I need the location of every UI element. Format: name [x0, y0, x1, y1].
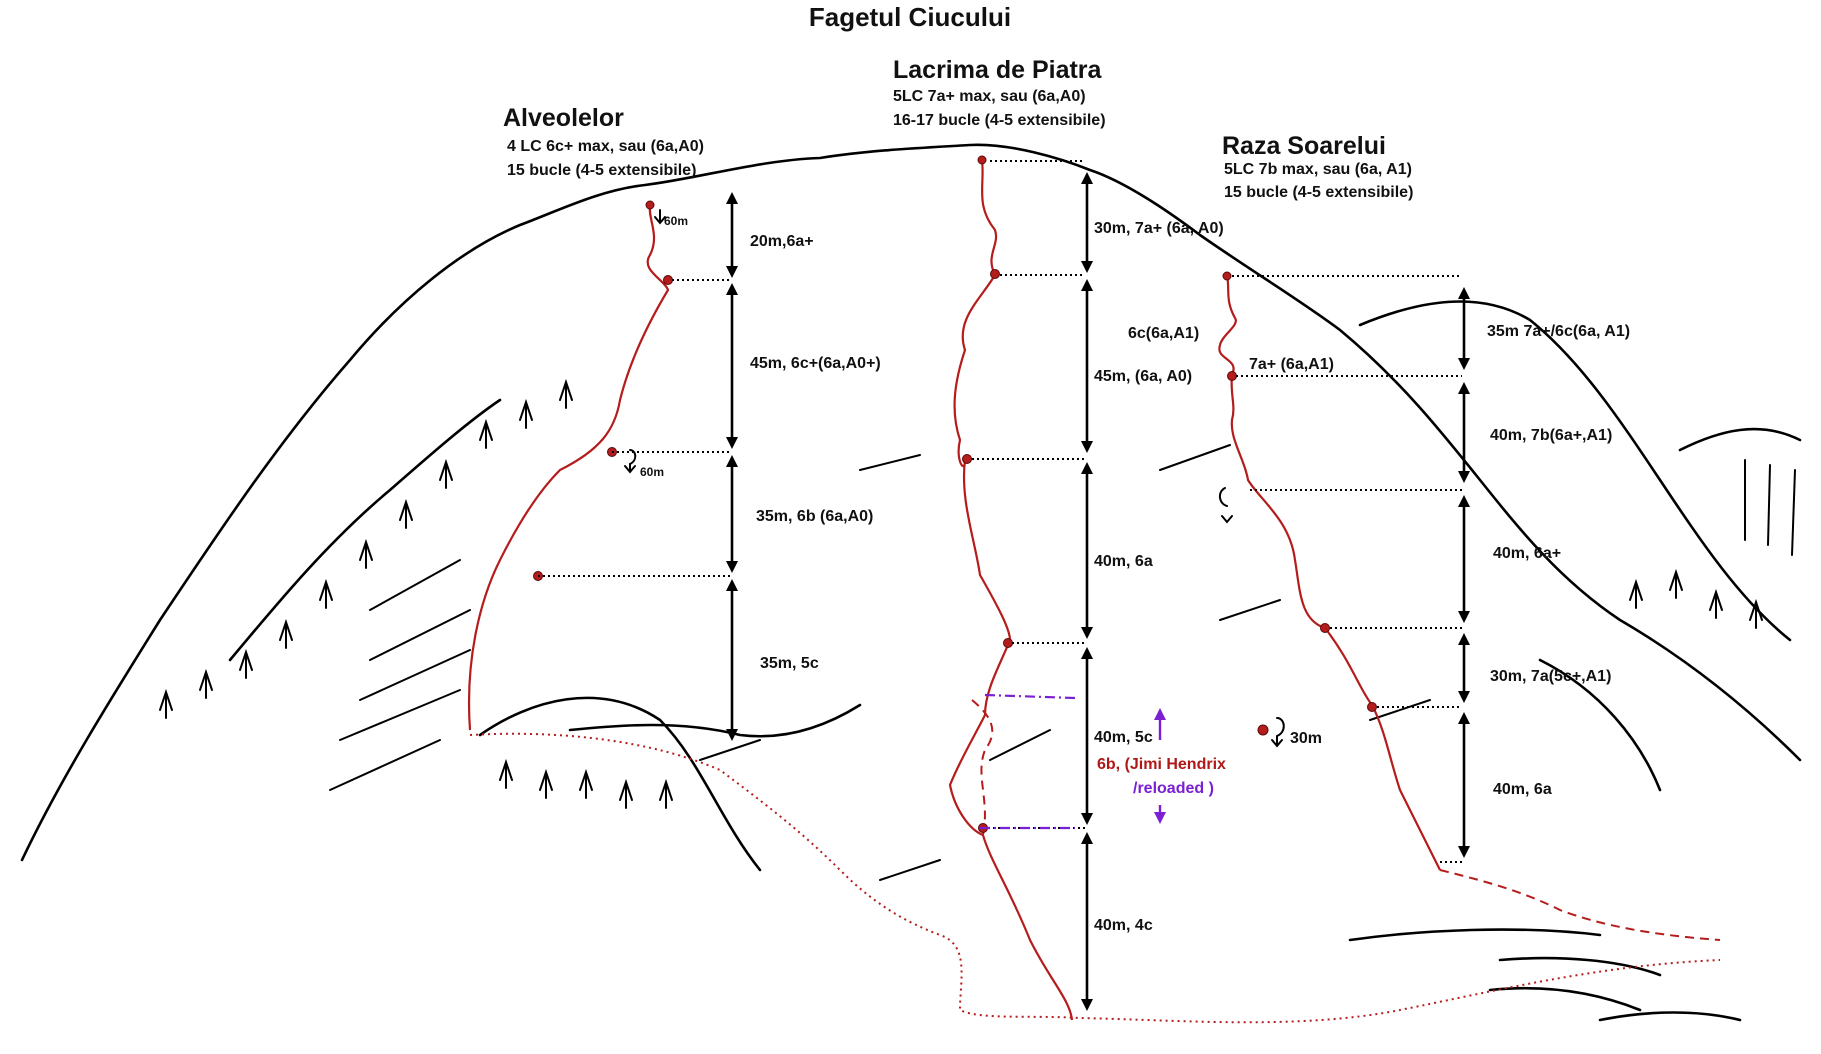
- belay-raza-1: [1222, 271, 1232, 281]
- route-info-raza: 5LC 7b max, sau (6a, A1): [1224, 161, 1412, 178]
- left-face-edge: [228, 398, 502, 662]
- approach-left: [469, 732, 1721, 1024]
- route-name-raza: Raza Soarelui: [1222, 132, 1386, 160]
- approach-paths: [469, 732, 1721, 1024]
- right-slab-2: [1348, 928, 1602, 942]
- page-title: Fagetul Ciucului: [809, 2, 1011, 32]
- pitch-label: 35m, 6b (6a,A0): [756, 508, 873, 525]
- right-buttress-inner: [1678, 427, 1802, 452]
- rappel-arrow-1: [654, 209, 666, 225]
- pitch-label: 35m, 5c: [760, 655, 819, 672]
- belay-raza-3: [1320, 623, 1330, 633]
- belay-raza-2: [1227, 371, 1237, 381]
- pitch-label: 20m,6a+: [750, 233, 814, 250]
- pitch-label: 30m, 7a+ (6a, A0): [1094, 220, 1224, 237]
- right-slab-1: [1538, 658, 1662, 792]
- pitch-label: 35m 7a+/6c(6a, A1): [1487, 323, 1630, 340]
- route-raza-soarelui: [1218, 271, 1470, 871]
- right-cracks: [1744, 459, 1796, 556]
- right-buttress: [1358, 300, 1792, 642]
- rappel-arrow-4: [1219, 487, 1233, 524]
- length-arrows-alveolelor: [726, 192, 738, 741]
- belay-lacrima-3: [962, 454, 972, 464]
- pitch-label: 40m, 4c: [1094, 917, 1153, 934]
- ledges: [699, 444, 1431, 881]
- length-arrows-raza: [1458, 287, 1470, 858]
- route-name-alveolelor: Alveolelor: [503, 104, 624, 132]
- belay-raza-4: [1367, 702, 1377, 712]
- pitch-label: 45m, 6c+(6a,A0+): [750, 355, 881, 372]
- variant-label: 6b, (Jimi Hendrix: [1097, 756, 1226, 773]
- pitch-label: 40m, 6a: [1094, 553, 1153, 570]
- route-info-lacrima: 16-17 bucle (4-5 extensibile): [893, 112, 1106, 129]
- route-line-lacrima: [948, 159, 1074, 1021]
- approach-right: [1439, 869, 1721, 941]
- trees: [159, 378, 1763, 809]
- variant-marker-top: [984, 693, 1076, 700]
- pitch-label: 45m, (6a, A0): [1094, 368, 1192, 385]
- side-pitch-label: 7a+ (6a,A1): [1249, 356, 1334, 373]
- rock-outline: [20, 143, 1802, 1022]
- route-alveolelor: [467, 192, 738, 741]
- right-slab-5: [1598, 1011, 1742, 1022]
- rappel-label: 30m: [1290, 730, 1322, 747]
- length-arrows-lacrima: [1081, 172, 1093, 1011]
- left-base: [478, 696, 762, 872]
- route-info-alveolelor: 15 bucle (4-5 extensibile): [507, 162, 696, 179]
- rappel-label: 60m: [640, 465, 664, 479]
- belay-lacrima-1: [977, 155, 987, 165]
- main-ridge: [20, 143, 1802, 862]
- belay-alveolelor-2: [663, 275, 673, 285]
- pitch-label: 40m, 5c: [1094, 729, 1153, 746]
- route-info-lacrima: 5LC 7a+ max, sau (6a,A0): [893, 88, 1086, 105]
- pitch-label: 40m, 6a+: [1493, 545, 1561, 562]
- pitch-label: 30m, 7a(5c+,A1): [1490, 668, 1611, 685]
- route-info-alveolelor: 4 LC 6c+ max, sau (6a,A0): [507, 138, 704, 155]
- route-lacrima-de-piatra: [948, 155, 1166, 1021]
- route-line-raza: [1218, 274, 1441, 871]
- belay-lacrima-4: [1003, 638, 1013, 648]
- pitch-label: 40m, 6a: [1493, 781, 1552, 798]
- belay-lacrima-2: [990, 269, 1000, 279]
- pitch-label: 40m, 7b(6a+,A1): [1490, 427, 1612, 444]
- side-pitch-label: 6c(6a,A1): [1128, 325, 1199, 342]
- right-slab-3: [1498, 956, 1662, 977]
- route-line-alveolelor: [467, 204, 670, 731]
- belay-raza-rappel: [1257, 724, 1269, 736]
- variant-label: /reloaded ): [1133, 780, 1214, 797]
- right-slab-4: [1488, 986, 1642, 1012]
- left-slab-lines: [329, 559, 471, 791]
- rappel-arrow-2: [624, 449, 637, 474]
- route-info-raza: 15 bucle (4-5 extensibile): [1224, 184, 1413, 201]
- route-name-lacrima: Lacrima de Piatra: [893, 56, 1103, 84]
- middle-ledge: [568, 703, 862, 738]
- variant-jimi-hendrix: [971, 699, 994, 836]
- rappel-label: 60m: [664, 214, 688, 228]
- rappel-arrow-3: [1271, 717, 1285, 748]
- belay-alveolelor-1: [645, 200, 655, 210]
